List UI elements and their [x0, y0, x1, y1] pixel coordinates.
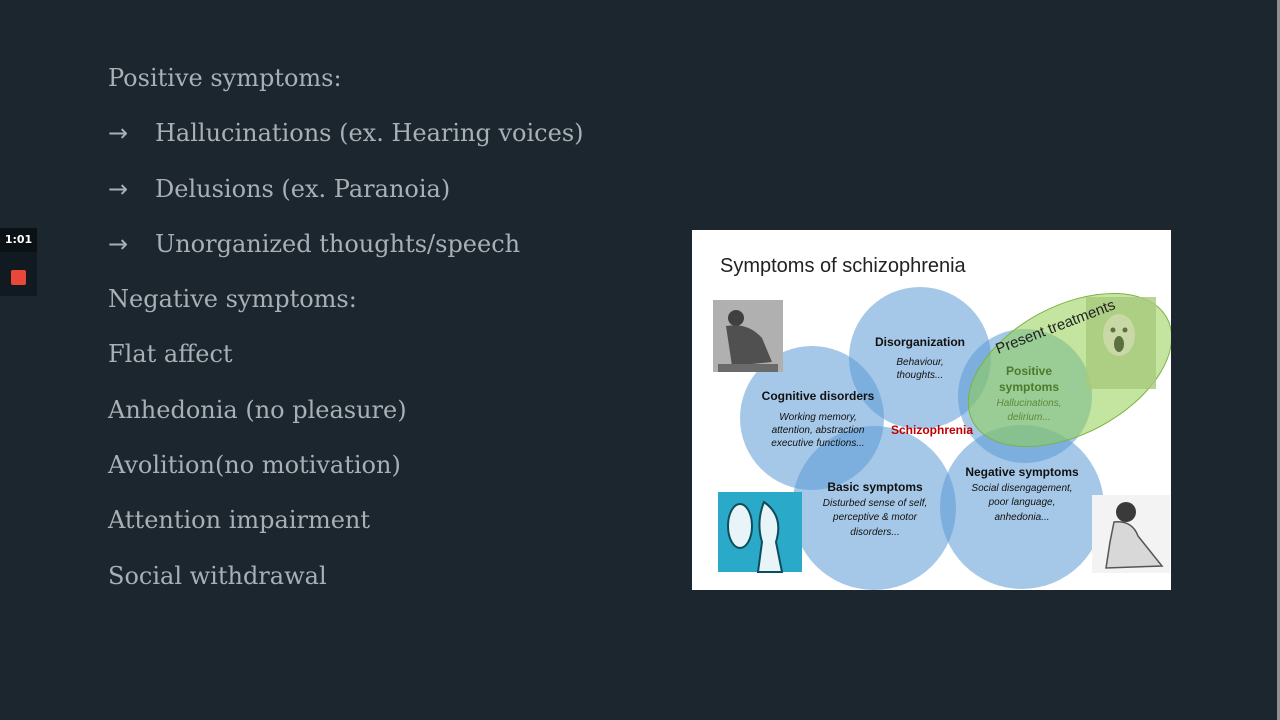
list-item-text: Unorganized thoughts/speech: [155, 229, 521, 258]
list-item: Avolition(no motivation): [108, 445, 584, 500]
circle-negative: [940, 425, 1104, 589]
arrow-right-icon: →: [108, 174, 129, 203]
negative-title: Negative symptoms: [965, 465, 1079, 479]
mirror-faces-icon: [718, 492, 802, 573]
list-item: Attention impairment: [108, 500, 584, 555]
list-item: → Delusions (ex. Paranoia): [108, 169, 584, 224]
list-item-text: Social withdrawal: [108, 561, 327, 590]
list-item-text: Anhedonia (no pleasure): [108, 395, 407, 424]
list-item: → Hallucinations (ex. Hearing voices): [108, 113, 584, 168]
recording-timer: 1:01: [0, 228, 37, 252]
schizophrenia-diagram: Symptoms of schizophrenia: [692, 230, 1171, 590]
list-item: Positive symptoms:: [108, 58, 584, 113]
negative-line2: poor language,: [988, 497, 1056, 508]
list-item-text: Attention impairment: [108, 506, 371, 535]
circle-disorganization: [849, 287, 991, 429]
recording-widget: 1:01: [0, 228, 37, 296]
negative-line1: Social disengagement,: [971, 483, 1072, 494]
list-item-text: Flat affect: [108, 340, 233, 369]
cognitive-line1: Working memory,: [779, 412, 857, 423]
list-item: Social withdrawal: [108, 556, 584, 611]
disorganization-line2: thoughts...: [897, 370, 944, 381]
positive-title2: symptoms: [999, 380, 1059, 394]
list-item: Flat affect: [108, 334, 584, 389]
list-item-text: Negative symptoms:: [108, 285, 357, 314]
arrow-right-icon: →: [108, 229, 129, 258]
basic-title: Basic symptoms: [827, 480, 923, 494]
list-item: → Unorganized thoughts/speech: [108, 224, 584, 279]
list-item: Anhedonia (no pleasure): [108, 390, 584, 445]
sitting-woman-icon: [1092, 495, 1170, 573]
basic-line2: perceptive & motor: [832, 512, 918, 523]
scream-painting-icon: [1086, 297, 1156, 389]
arrow-right-icon: →: [108, 119, 129, 148]
list-item-text: Hallucinations (ex. Hearing voices): [155, 119, 584, 148]
disorganization-title: Disorganization: [875, 335, 965, 349]
diagram-title: Symptoms of schizophrenia: [720, 255, 967, 277]
diagram-svg: Symptoms of schizophrenia: [713, 255, 1171, 590]
negative-line3: anhedonia...: [994, 512, 1049, 523]
positive-title1: Positive: [1006, 364, 1052, 378]
basic-line3: disorders...: [850, 527, 899, 538]
disorganization-line1: Behaviour,: [896, 357, 943, 368]
center-label: Schizophrenia: [891, 423, 973, 437]
basic-line1: Disturbed sense of self,: [823, 498, 928, 509]
cognitive-line2: attention, abstraction: [772, 425, 865, 436]
thinker-statue-icon: [713, 300, 783, 372]
list-item-text: Positive symptoms:: [108, 64, 342, 92]
cognitive-line3: executive functions...: [771, 438, 864, 449]
window-edge: [1277, 0, 1280, 720]
list-item-text: Avolition(no motivation): [108, 451, 401, 480]
positive-line1: Hallucinations,: [996, 398, 1061, 409]
circle-basic: [792, 426, 956, 590]
cognitive-title: Cognitive disorders: [762, 389, 875, 403]
stop-square-icon[interactable]: [11, 270, 26, 285]
list-item-text: Delusions (ex. Paranoia): [155, 174, 451, 203]
slide-text-list: Positive symptoms: → Hallucinations (ex. …: [108, 58, 584, 611]
list-item: Negative symptoms:: [108, 279, 584, 334]
positive-line2: delirium...: [1007, 412, 1050, 423]
